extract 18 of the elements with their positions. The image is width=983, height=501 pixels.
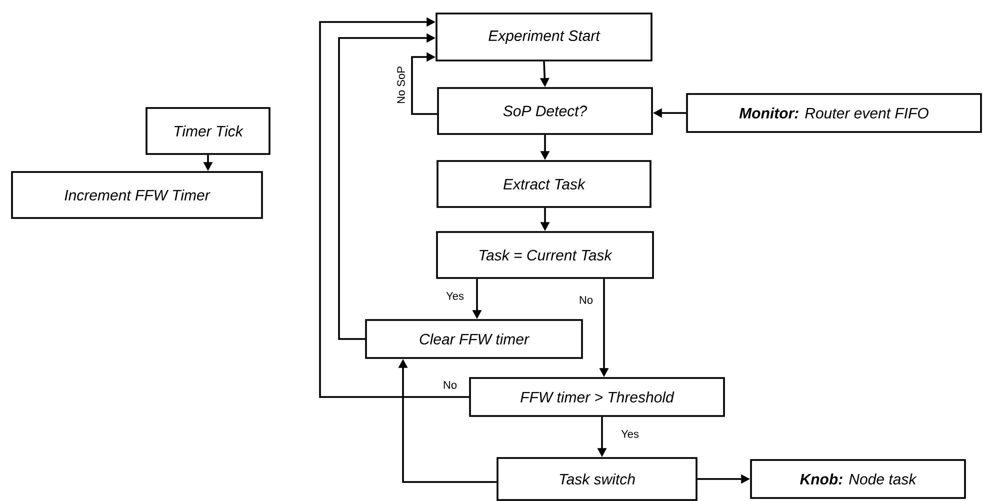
process-box: FFW timer > Threshold (469, 377, 725, 417)
edge-label: Yes (446, 292, 464, 300)
arrow (411, 52, 438, 115)
process-box: Task = Current Task (436, 231, 654, 279)
edge-label: No (444, 381, 457, 389)
edge-label: No (580, 296, 593, 304)
arrow (319, 17, 470, 398)
process-box: Increment FFW Timer (11, 171, 263, 219)
edge-label: Yes (621, 430, 639, 438)
process-box: Knob: Node task (750, 459, 966, 499)
process-box: Monitor: Router event FIFO (686, 93, 982, 133)
process-box: Clear FFW timer (365, 319, 583, 359)
process-box: Experiment Start (436, 12, 652, 62)
process-box: Extract Task (436, 160, 652, 208)
edge-label: No SoP (397, 66, 405, 104)
process-box: Timer Tick (146, 107, 270, 155)
process-box: SoP Detect? (437, 87, 653, 135)
process-box: Task switch (496, 457, 698, 501)
